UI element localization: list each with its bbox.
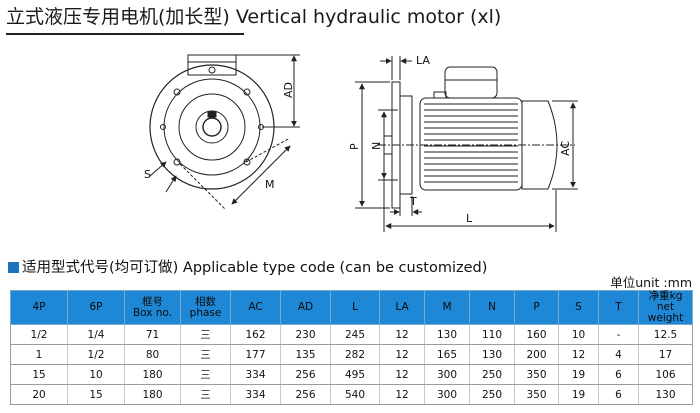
dim-label-ad: AD xyxy=(282,82,295,98)
table-cell: 230 xyxy=(280,324,331,345)
table-cell: - xyxy=(598,324,639,345)
table-cell: 19 xyxy=(558,364,599,385)
table-cell: 162 xyxy=(230,324,281,345)
table-row: 1 1/2 80 三 177 135 282 12 165 130 200 12… xyxy=(10,344,693,365)
table-cell: 106 xyxy=(638,364,693,385)
table-cell: 300 xyxy=(424,364,470,385)
table-cell: 135 xyxy=(280,344,331,365)
dim-label-s: S xyxy=(144,168,151,181)
table-cell: 15 xyxy=(67,384,125,405)
table-cell: 三 xyxy=(180,364,231,385)
table-cell: 三 xyxy=(180,384,231,405)
table-cell: 12 xyxy=(379,344,425,365)
table-cell: 12 xyxy=(558,344,599,365)
table-cell: 334 xyxy=(230,364,281,385)
table-cell: 10 xyxy=(558,324,599,345)
table-cell: 15 xyxy=(10,364,68,385)
table-cell: 256 xyxy=(280,364,331,385)
table-cell: 三 xyxy=(180,324,231,345)
table-cell: 6 xyxy=(598,364,639,385)
table-cell: 130 xyxy=(638,384,693,405)
dim-label-l: L xyxy=(466,212,473,225)
title-underline xyxy=(6,33,244,35)
unit-label: 单位unit :mm xyxy=(610,275,692,290)
col-header: M xyxy=(424,290,470,325)
col-header: L xyxy=(330,290,380,325)
section-heading-text: 适用型式代号(均可订做) Applicable type code (can b… xyxy=(22,260,488,276)
col-header: 4P xyxy=(10,290,68,325)
table-cell: 1/4 xyxy=(67,324,125,345)
table-cell: 350 xyxy=(514,364,559,385)
side-view xyxy=(355,56,578,232)
table-cell: 540 xyxy=(330,384,380,405)
table-cell: 1/2 xyxy=(67,344,125,365)
table-cell: 17 xyxy=(638,344,693,365)
dim-label-t: T xyxy=(409,195,417,208)
col-header: LA xyxy=(379,290,425,325)
dim-label-ac: AC xyxy=(559,141,572,156)
table-cell: 256 xyxy=(280,384,331,405)
table-cell: 180 xyxy=(124,384,181,405)
col-header: AD xyxy=(280,290,331,325)
table-cell: 6 xyxy=(598,384,639,405)
table-cell: 282 xyxy=(330,344,380,365)
col-header: 6P xyxy=(67,290,125,325)
table-cell: 19 xyxy=(558,384,599,405)
table-cell: 180 xyxy=(124,364,181,385)
table-cell: 4 xyxy=(598,344,639,365)
table-cell: 1 xyxy=(10,344,68,365)
table-cell: 130 xyxy=(424,324,470,345)
table-cell: 20 xyxy=(10,384,68,405)
table-cell: 10 xyxy=(67,364,125,385)
table-cell: 177 xyxy=(230,344,281,365)
dim-label-p: P xyxy=(348,143,361,150)
col-header: S xyxy=(558,290,599,325)
table-cell: 245 xyxy=(330,324,380,345)
table-cell: 12 xyxy=(379,324,425,345)
table-cell: 250 xyxy=(469,364,515,385)
table-cell: 200 xyxy=(514,344,559,365)
table-row: 20 15 180 三 334 256 540 12 300 250 350 1… xyxy=(10,384,693,405)
table-cell: 71 xyxy=(124,324,181,345)
motor-drawing: AD S M xyxy=(144,54,578,232)
dim-label-m: M xyxy=(265,178,275,191)
table-cell: 80 xyxy=(124,344,181,365)
dim-label-la: LA xyxy=(416,54,430,67)
page-title: 立式液压专用电机(加长型) Vertical hydraulic motor (… xyxy=(6,6,502,28)
table-row: 1/2 1/4 71 三 162 230 245 12 130 110 160 … xyxy=(10,324,693,345)
table-cell: 1/2 xyxy=(10,324,68,345)
table-cell: 250 xyxy=(469,384,515,405)
table-row: 15 10 180 三 334 256 495 12 300 250 350 1… xyxy=(10,364,693,385)
table-cell: 334 xyxy=(230,384,281,405)
blue-square-icon xyxy=(8,262,19,273)
table-cell: 12 xyxy=(379,384,425,405)
table-cell: 12 xyxy=(379,364,425,385)
table-cell: 160 xyxy=(514,324,559,345)
col-header: AC xyxy=(230,290,281,325)
dim-label-n: N xyxy=(370,142,383,150)
table-cell: 350 xyxy=(514,384,559,405)
table-cell: 495 xyxy=(330,364,380,385)
col-header: T xyxy=(598,290,639,325)
table-cell: 12.5 xyxy=(638,324,693,345)
table-cell: 130 xyxy=(469,344,515,365)
table-cell: 110 xyxy=(469,324,515,345)
table-cell: 165 xyxy=(424,344,470,365)
section-heading: 适用型式代号(均可订做) Applicable type code (can b… xyxy=(8,258,487,278)
table-cell: 300 xyxy=(424,384,470,405)
table-cell: 三 xyxy=(180,344,231,365)
front-view xyxy=(149,54,300,211)
col-header: N xyxy=(469,290,515,325)
col-header: P xyxy=(514,290,559,325)
